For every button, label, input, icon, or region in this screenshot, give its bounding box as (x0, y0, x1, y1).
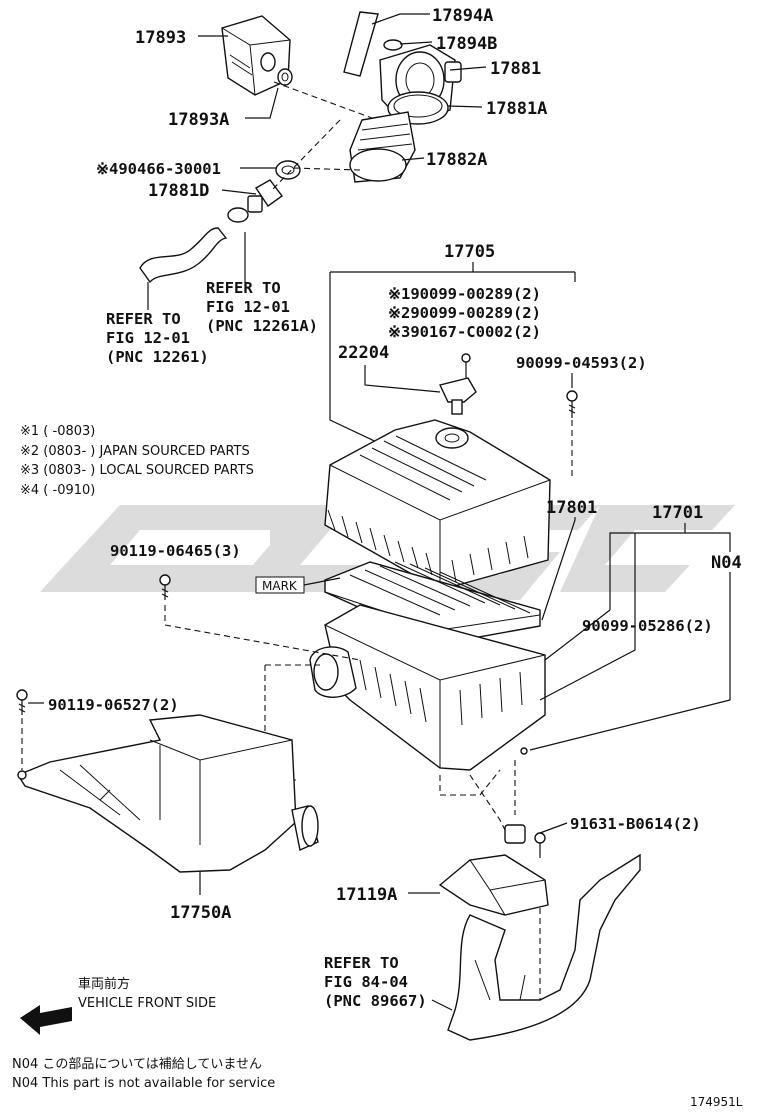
label-17894B: 17894B (436, 34, 497, 54)
label-17701: 17701 (652, 503, 703, 523)
connector-17881D[interactable] (247, 179, 283, 213)
label-17894A: 17894A (432, 6, 493, 26)
label-90466-30001: ※490466-30001 (96, 160, 221, 178)
clip-17894B[interactable] (383, 39, 403, 51)
mark-label (255, 576, 341, 594)
label-90167-C0002: ※390167-C0002(2) (388, 323, 541, 341)
clamp-90466-30001[interactable] (275, 160, 301, 180)
ref2-line1: REFER TO (206, 279, 281, 297)
label-17801: 17801 (546, 498, 597, 518)
hose-17882A[interactable] (349, 111, 416, 183)
bracket-17119A[interactable] (438, 854, 549, 916)
direction-en: VEHICLE FRONT SIDE (78, 996, 216, 1011)
label-90119-06527: 90119-06527(2) (48, 696, 179, 714)
air-cleaner-cap-17705[interactable] (324, 419, 551, 591)
ref3-line3: (PNC 89667) (324, 992, 427, 1010)
splash-shield (447, 853, 641, 1041)
grommet[interactable] (504, 824, 526, 844)
label-N04: N04 (711, 553, 742, 573)
duct-17750A[interactable] (16, 714, 319, 873)
front-direction-arrow-icon (20, 1005, 72, 1035)
bolt-90119-06527[interactable] (16, 689, 28, 715)
label-90099-00289-1: ※190099-00289(2) (388, 285, 541, 303)
air-cleaner-case-17701[interactable] (309, 604, 546, 771)
bolt-90119-06465[interactable] (159, 574, 171, 600)
note-4: ※4 ( -0910) (20, 483, 95, 498)
label-90119-06465: 90119-06465(3) (110, 542, 241, 560)
ref1-line2: FIG 12-01 (106, 329, 190, 347)
clamp-small (227, 207, 249, 223)
ref2-line3: (PNC 12261A) (206, 317, 318, 335)
ref1-line3: (PNC 12261) (106, 348, 209, 366)
tube-17894A[interactable] (343, 11, 379, 77)
footnote-en: N04 This part is not available for servi… (12, 1076, 275, 1091)
footnote-jp: N04 この部品については補給していません (12, 1057, 262, 1072)
ref1-line1: REFER TO (106, 310, 181, 328)
label-90099-04593: 90099-04593(2) (516, 354, 647, 372)
hose-pipe (139, 227, 228, 284)
label-17119A: 17119A (336, 885, 397, 905)
bolt-91631-B0614[interactable] (534, 832, 546, 858)
ref3-line1: REFER TO (324, 954, 399, 972)
label-17881D: 17881D (148, 181, 209, 201)
label-17893A: 17893A (168, 110, 229, 130)
label-22204: 22204 (338, 343, 389, 363)
label-17881: 17881 (490, 59, 541, 79)
note-3: ※3 (0803- ) LOCAL SOURCED PARTS (20, 463, 254, 478)
direction-jp: 車両前方 (78, 976, 130, 992)
resonator-17893[interactable] (221, 15, 291, 96)
bolt-90099-04593[interactable] (566, 390, 578, 418)
ref2-line2: FIG 12-01 (206, 298, 290, 316)
note-2: ※2 (0803- ) JAPAN SOURCED PARTS (20, 444, 250, 459)
label-17893: 17893 (135, 28, 186, 48)
label-17882A: 17882A (426, 150, 487, 170)
clamp-17893A[interactable] (277, 68, 293, 86)
label-17705: 17705 (444, 242, 495, 262)
sensor-22204[interactable] (439, 353, 477, 415)
label-17881A: 17881A (486, 99, 547, 119)
label-17750A: 17750A (170, 903, 231, 923)
label-90099-00289-2: ※290099-00289(2) (388, 304, 541, 322)
ref3-line2: FIG 84-04 (324, 973, 408, 991)
label-91631-B0614: 91631-B0614(2) (570, 815, 701, 833)
label-90099-05286: 90099-05286(2) (582, 617, 713, 635)
diagram-serial: 174951L (690, 1095, 743, 1109)
note-1: ※1 ( -0803) (20, 424, 95, 439)
label-mark: MARK (262, 579, 298, 593)
